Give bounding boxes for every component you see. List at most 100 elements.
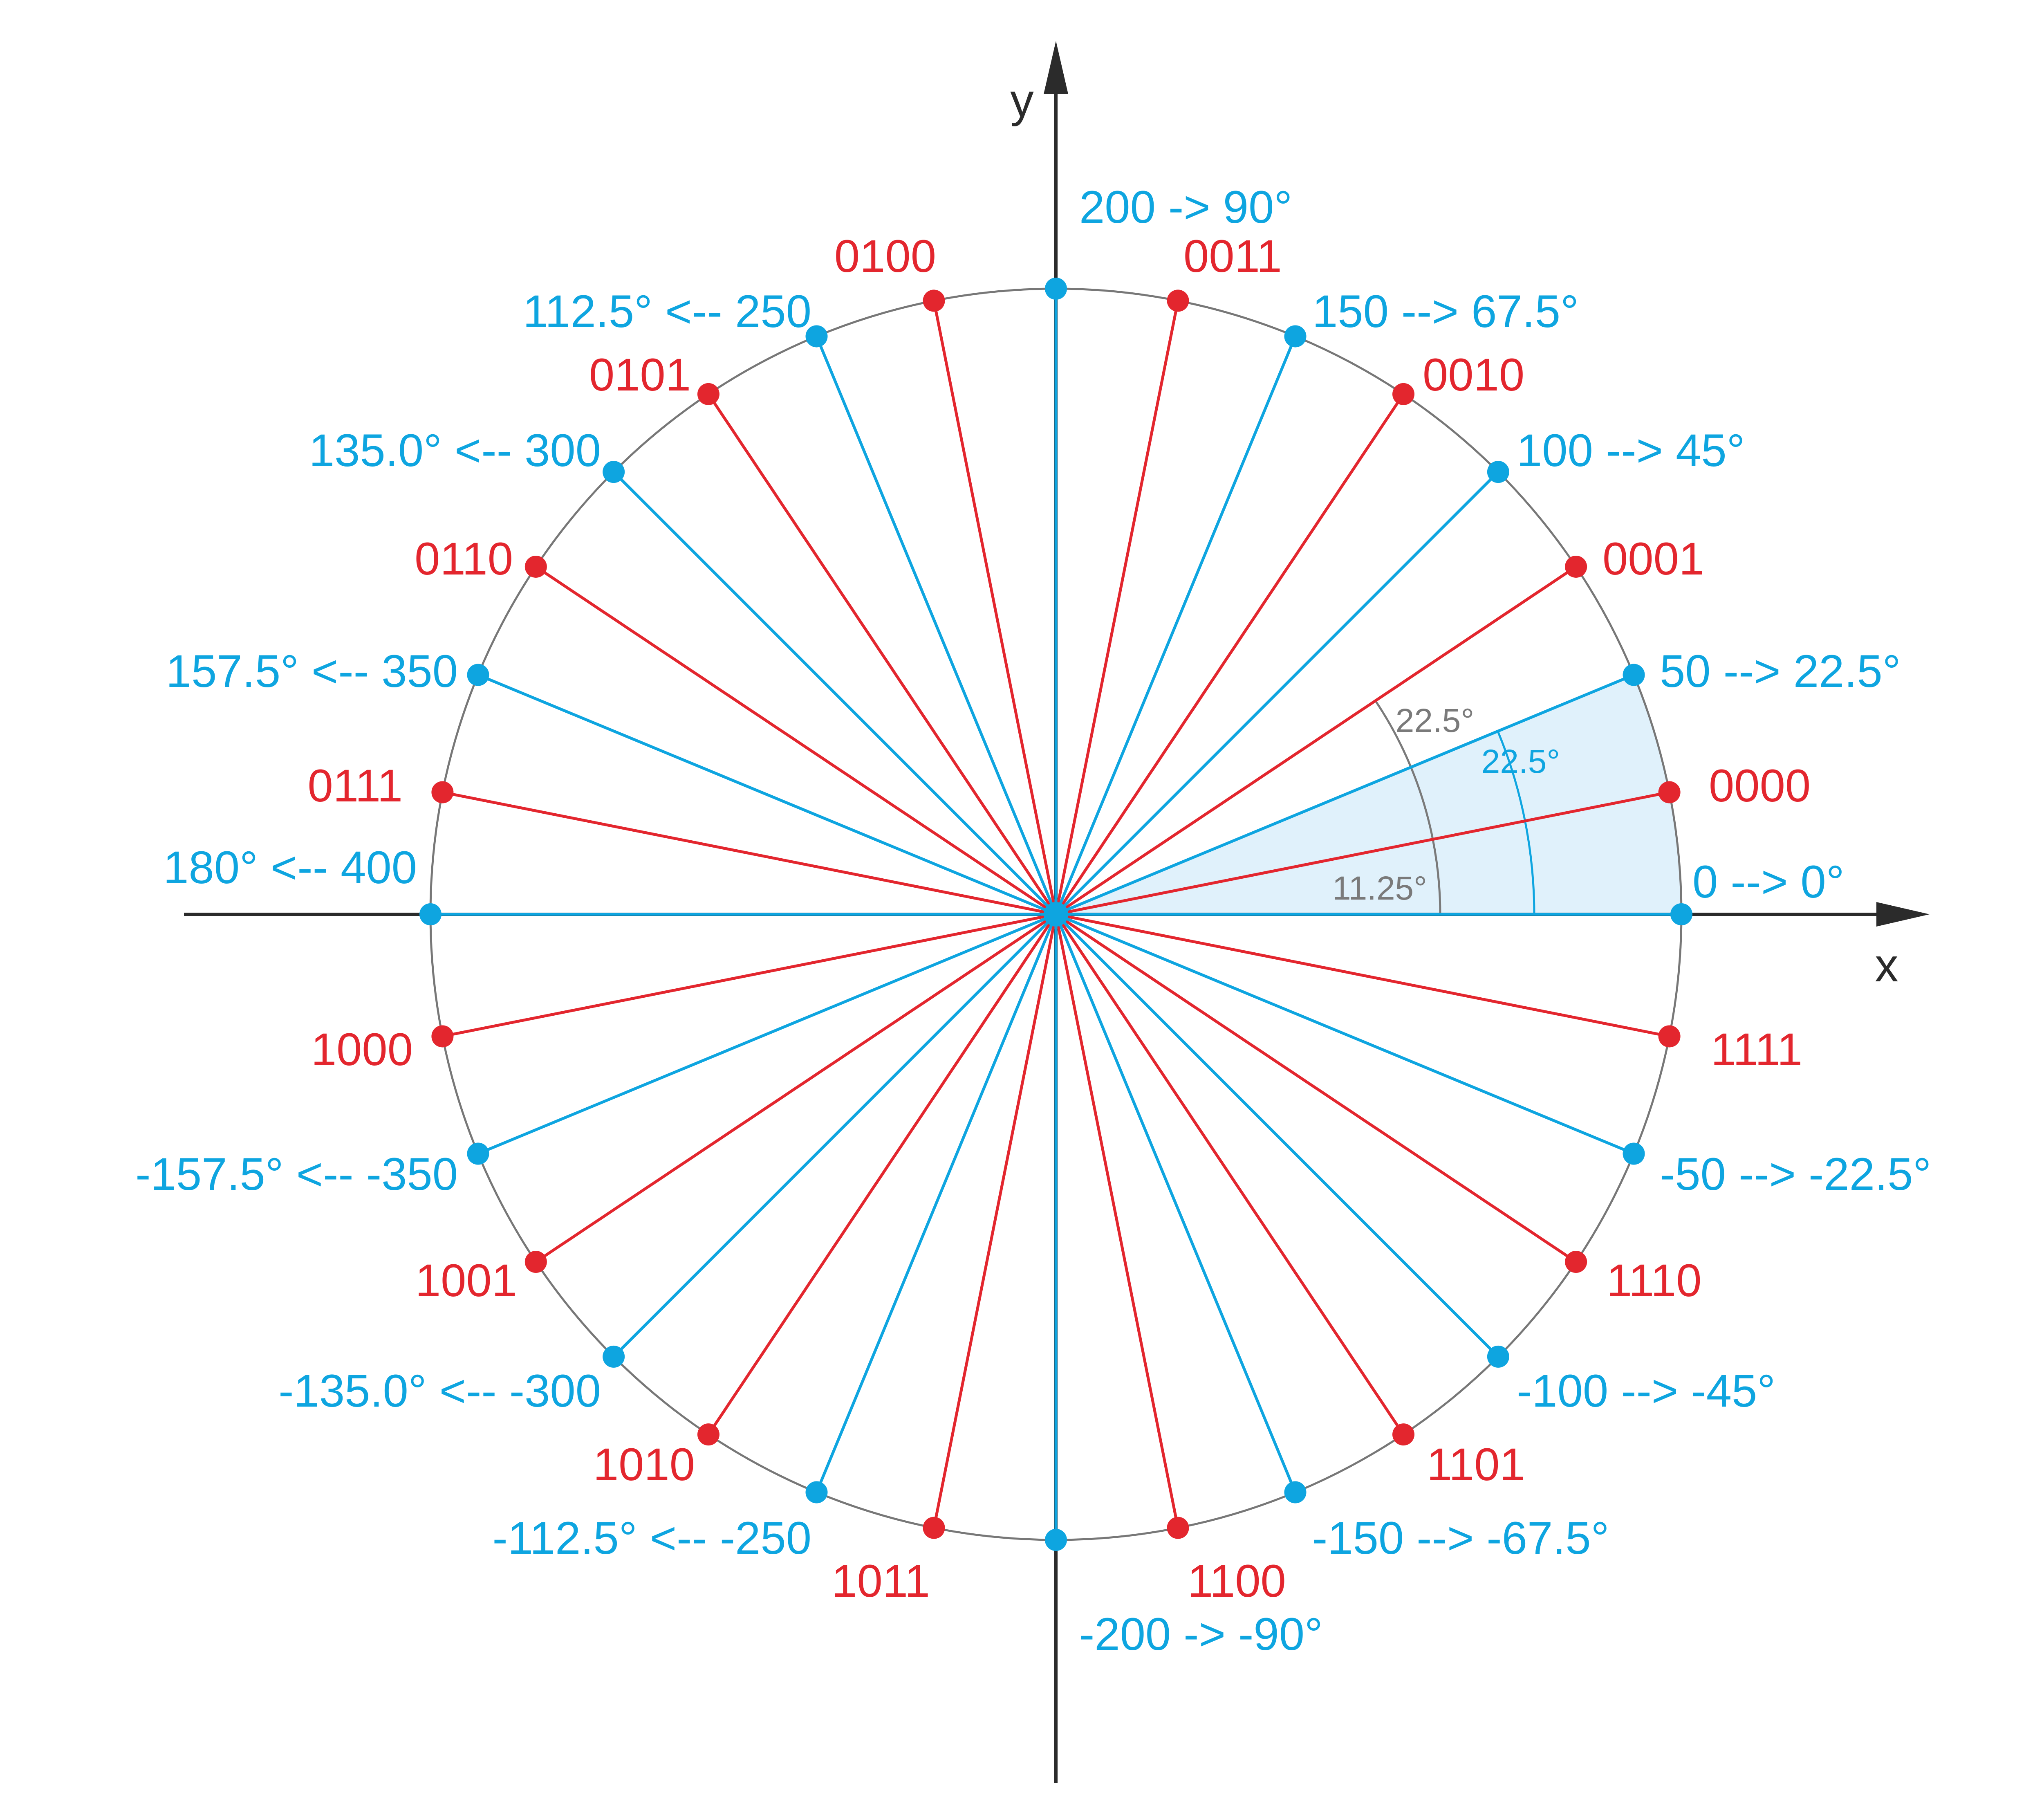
blue-point-100-45deg [1487, 461, 1509, 483]
red-point-0101 [697, 383, 719, 405]
red-point-0111 [431, 781, 454, 803]
blue-point-0-0deg [1670, 903, 1692, 925]
highlight-sector-layer [1056, 675, 1681, 914]
blue-point-150-67-5deg [1284, 1481, 1307, 1504]
red-label-0010: 0010 [1423, 349, 1524, 400]
blue-label-112-5deg-250: -112.5° <-- -250 [493, 1513, 811, 1564]
x-axis-label: x [1875, 939, 1898, 992]
red-spoke-1001 [535, 913, 1057, 1263]
red-label-1010: 1010 [593, 1439, 695, 1490]
red-point-1111 [1658, 1025, 1681, 1048]
red-label-1111: 1111 [1711, 1024, 1802, 1075]
red-spoke-1100 [1054, 914, 1179, 1528]
red-spoke-0111 [442, 791, 1056, 916]
red-spoke-0110 [535, 566, 1057, 916]
red-spokes-layer [431, 289, 1681, 1539]
blue-spoke-100-45deg [1055, 913, 1499, 1358]
red-point-0000 [1658, 781, 1681, 803]
red-label-0001: 0001 [1602, 533, 1704, 584]
blue-label-112-5deg-250: 112.5° <-- 250 [523, 286, 811, 337]
red-label-1011: 1011 [831, 1555, 930, 1607]
blue-label-135-0deg-300: 135.0° <-- 300 [309, 425, 601, 476]
blue-label-50-22-5deg: -50 --> -22.5° [1660, 1149, 1931, 1200]
red-point-1110 [1565, 1251, 1587, 1273]
y-axis-arrowhead [1044, 41, 1068, 94]
blue-point-157-5deg-350 [467, 1142, 489, 1165]
blue-label-150-67-5deg: -150 --> -67.5° [1312, 1513, 1609, 1564]
red-spoke-0001 [1055, 566, 1577, 916]
blue-label-150-67-5deg: 150 --> 67.5° [1312, 286, 1579, 337]
red-spoke-0100 [932, 300, 1058, 915]
red-point-1010 [697, 1423, 719, 1446]
x-axis-arrowhead [1876, 902, 1930, 927]
red-point-0100 [923, 289, 945, 312]
blue-label-200-90deg: 200 -> 90° [1079, 182, 1292, 233]
blue-label-200-90deg: -200 -> -90° [1079, 1609, 1323, 1660]
blue-point-157-5deg-350 [467, 664, 489, 686]
red-spoke-0000 [1056, 791, 1670, 916]
blue-spoke-157-5deg-350 [477, 913, 1057, 1155]
spoke-labels-layer: 0000 0001 0010 0011 0100 0101 0110 0111 1000 1001… [135, 182, 1931, 1660]
gray-arc-outer-label: 22.5° [1396, 702, 1474, 739]
blue-label-135-0deg-300: -135.0° <-- -300 [278, 1365, 601, 1416]
blue-label-180deg-400: 180° <-- 400 [163, 842, 417, 893]
blue-point-50-22-5deg [1623, 664, 1645, 686]
y-axis-label: y [1010, 74, 1034, 127]
blue-point-150-67-5deg [1284, 325, 1307, 348]
red-label-1101: 1101 [1427, 1439, 1525, 1490]
red-point-0011 [1167, 289, 1189, 312]
blue-label-100-45deg: 100 --> 45° [1517, 425, 1745, 476]
red-spoke-0101 [707, 393, 1057, 915]
highlight-sector [1056, 675, 1681, 914]
red-label-1100: 1100 [1188, 1555, 1286, 1607]
blue-label-0-0deg: 0 --> 0° [1692, 856, 1845, 907]
red-spoke-1010 [707, 913, 1057, 1436]
red-label-0111: 0111 [307, 760, 403, 811]
red-point-0110 [524, 555, 547, 578]
blue-label-50-22-5deg: 50 --> 22.5° [1660, 646, 1901, 697]
red-spoke-1000 [442, 913, 1056, 1038]
red-spoke-1111 [1056, 913, 1670, 1038]
blue-spoke-150-67-5deg [1054, 913, 1297, 1493]
blue-point-112-5deg-250 [805, 1481, 828, 1504]
blue-spoke-112-5deg-250 [815, 913, 1058, 1493]
blue-label-157-5deg-350: -157.5° <-- -350 [135, 1149, 458, 1200]
red-point-0001 [1565, 555, 1587, 578]
blue-spoke-112-5deg-250 [815, 336, 1058, 915]
red-label-0011: 0011 [1183, 231, 1282, 282]
red-label-1110: 1110 [1607, 1255, 1702, 1306]
red-label-0110: 0110 [415, 533, 513, 584]
gray-arc-inner-label: 11.25° [1332, 870, 1427, 907]
blue-point-135-0deg-300 [603, 461, 625, 483]
blue-label-157-5deg-350: 157.5° <-- 350 [166, 646, 458, 697]
red-spoke-1011 [932, 914, 1058, 1528]
blue-spoke-150-67-5deg [1054, 336, 1297, 915]
blue-spokes-layer [419, 278, 1692, 1551]
red-spoke-0010 [1055, 393, 1405, 915]
blue-spoke-135-0deg-300 [612, 471, 1057, 916]
red-spoke-0011 [1054, 300, 1179, 915]
red-label-0000: 0000 [1709, 760, 1811, 811]
red-point-1001 [524, 1251, 547, 1273]
blue-spoke-135-0deg-300 [612, 913, 1057, 1358]
blue-point-200-90deg [1045, 278, 1067, 300]
red-point-1100 [1167, 1517, 1189, 1539]
red-label-0100: 0100 [834, 231, 936, 282]
blue-point-100-45deg [1487, 1345, 1509, 1368]
red-point-1000 [431, 1025, 454, 1048]
angle-annotations-layer: 22.5° 22.5° 11.25° [1332, 702, 1560, 907]
red-label-1000: 1000 [311, 1024, 413, 1075]
red-label-1001: 1001 [415, 1255, 517, 1306]
blue-point-50-22-5deg [1623, 1142, 1645, 1165]
red-point-0010 [1392, 383, 1415, 405]
blue-point-200-90deg [1045, 1529, 1067, 1551]
red-spoke-1110 [1055, 913, 1577, 1263]
gray-arc-inner [1432, 839, 1441, 915]
red-point-1101 [1392, 1423, 1415, 1446]
red-label-0101: 0101 [589, 349, 691, 400]
blue-point-135-0deg-300 [603, 1345, 625, 1368]
blue-spoke-50-22-5deg [1055, 913, 1634, 1155]
blue-label-100-45deg: -100 --> -45° [1517, 1365, 1775, 1416]
blue-point-180deg-400 [419, 903, 442, 925]
